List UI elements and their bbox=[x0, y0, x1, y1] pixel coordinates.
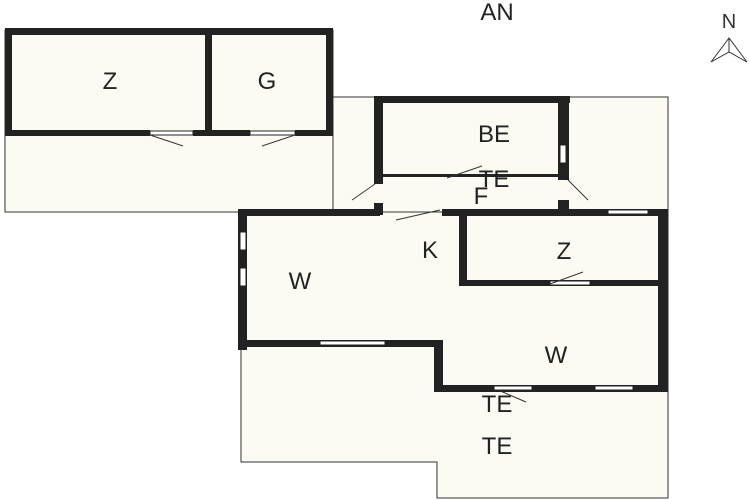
room-label-te-terrace: TE bbox=[482, 433, 513, 460]
floor-areas bbox=[4, 29, 669, 499]
windows bbox=[239, 144, 649, 391]
room-label-f: F bbox=[474, 183, 489, 210]
plan-heading: AN bbox=[480, 0, 513, 26]
north-label: N bbox=[722, 11, 736, 33]
room-label-k: K bbox=[422, 237, 438, 264]
room-label-garage-right: G bbox=[258, 68, 277, 95]
room-label-garage-left: Z bbox=[103, 68, 118, 95]
room-label-te-lower: TE bbox=[482, 391, 513, 418]
room-label-te-upper: TE bbox=[479, 166, 510, 193]
room-label-w-right: W bbox=[545, 342, 568, 369]
north-arrow-icon bbox=[710, 37, 748, 63]
room-label-be: BE bbox=[478, 121, 510, 148]
room-label-w-left: W bbox=[289, 268, 312, 295]
doors bbox=[149, 130, 591, 403]
room-label-z: Z bbox=[557, 238, 572, 265]
